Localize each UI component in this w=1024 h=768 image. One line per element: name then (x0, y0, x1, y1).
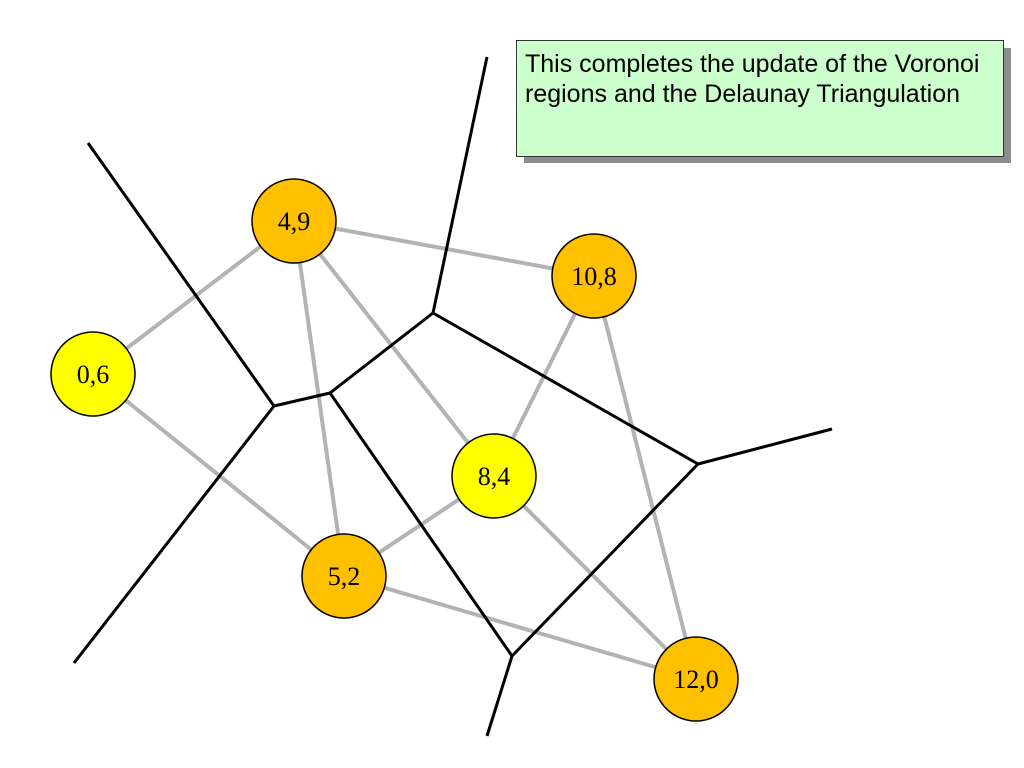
delaunay-edge-s49-s52 (292, 220, 346, 577)
site-node-s06: 0,6 (50, 331, 136, 417)
site-circle (50, 331, 136, 417)
delaunay-edge-s49-s84 (292, 219, 496, 478)
voronoi-edge-3 (72, 405, 276, 664)
site-node-s52: 5,2 (301, 533, 387, 619)
delaunay-edge-s84-s120 (492, 474, 698, 681)
voronoi-edge-1 (86, 142, 276, 407)
site-node-s84: 8,4 (451, 433, 537, 519)
delaunay-edge-s108-s120 (592, 275, 698, 680)
site-node-s108: 10,8 (551, 233, 637, 319)
voronoi-edge-2 (273, 391, 331, 408)
delaunay-edge-s49-s108 (293, 219, 595, 278)
voronoi-edge-10 (485, 655, 514, 737)
site-circle (551, 233, 637, 319)
explanation-callout: This completes the update of the Voronoi… (516, 40, 1004, 157)
site-label: 8,4 (478, 462, 511, 491)
voronoi-edge-7 (697, 427, 833, 466)
site-label: 4,9 (278, 207, 311, 236)
voronoi-edges (72, 56, 833, 737)
voronoi-edge-9 (328, 392, 514, 657)
site-circle (251, 178, 337, 264)
voronoi-edge-6 (432, 311, 699, 466)
site-label: 12,0 (673, 665, 719, 694)
site-node-s120: 12,0 (653, 636, 739, 722)
delaunay-edge-s52-s120 (343, 574, 697, 681)
voronoi-edge-5 (431, 56, 489, 314)
site-circle (653, 636, 739, 722)
voronoi-edge-4 (329, 311, 434, 395)
site-circle (301, 533, 387, 619)
site-label: 0,6 (77, 360, 110, 389)
site-label: 5,2 (328, 562, 361, 591)
site-nodes: 4,9 10,8 0,6 8,4 5,2 12,0 (50, 178, 739, 722)
voronoi-edge-8 (510, 462, 700, 658)
site-node-s49: 4,9 (251, 178, 337, 264)
site-label: 10,8 (571, 262, 617, 291)
callout-text: This completes the update of the Voronoi… (525, 50, 980, 108)
site-circle (451, 433, 537, 519)
